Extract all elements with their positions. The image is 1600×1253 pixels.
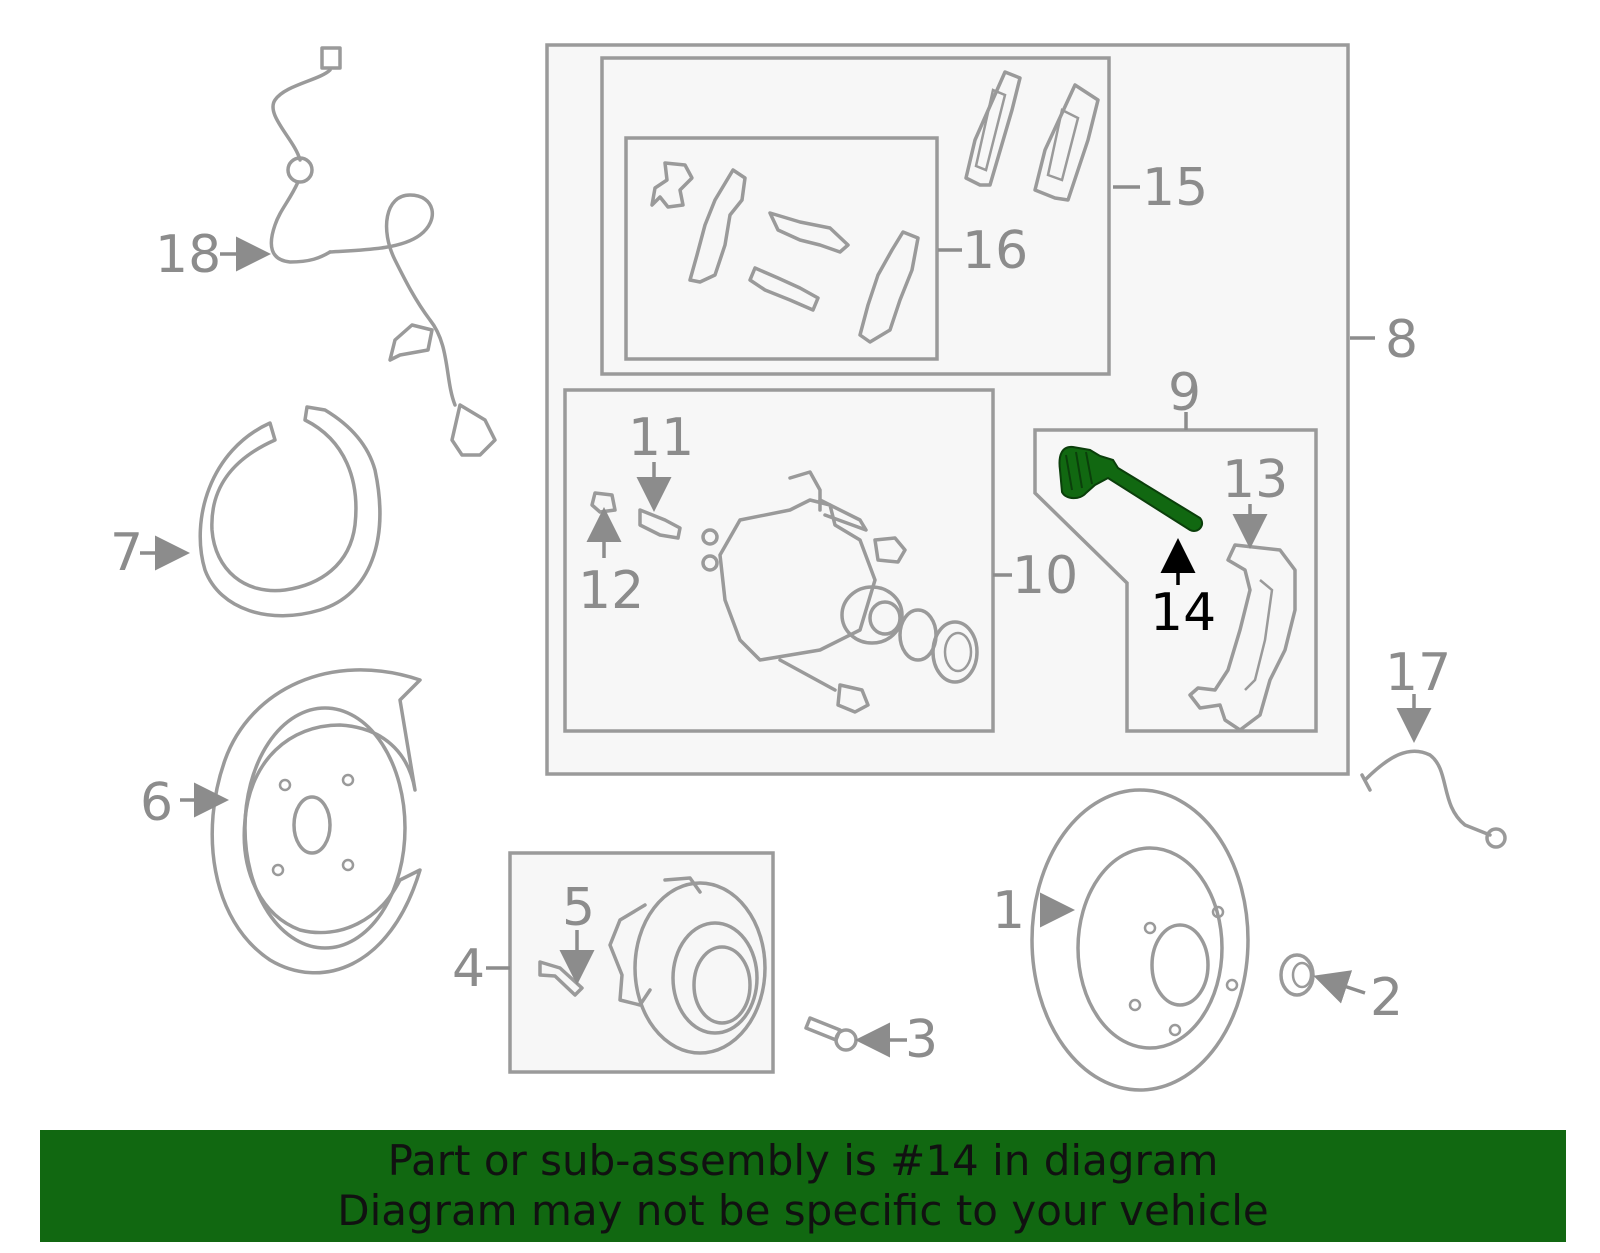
callout-16: 16 (962, 221, 1028, 281)
callout-7: 7 (110, 523, 143, 583)
callout-13: 13 (1222, 450, 1288, 510)
parking-brake-shoe (198, 405, 382, 618)
callout-1: 1 (992, 881, 1025, 941)
brake-hose (1360, 749, 1507, 849)
backing-plate (210, 668, 422, 975)
callout-9: 9 (1168, 363, 1201, 423)
brake-rotor (1030, 788, 1250, 1092)
banner-line-part-number: Part or sub-assembly is #14 in diagram (387, 1136, 1219, 1185)
caliper-bracket (1188, 543, 1297, 732)
callout-11: 11 (628, 408, 694, 468)
caliper-housing (590, 470, 979, 714)
callout-8: 8 (1385, 310, 1418, 370)
callout-14: 14 (1150, 583, 1216, 643)
info-banner: Part or sub-assembly is #14 in diagram D… (40, 1130, 1566, 1242)
callout-4: 4 (452, 939, 485, 999)
lug-nut (1279, 953, 1315, 997)
callout-3: 3 (905, 1010, 938, 1070)
banner-line-disclaimer: Diagram may not be specific to your vehi… (337, 1186, 1269, 1235)
guide-pin-highlighted (1058, 445, 1204, 532)
callout-18: 18 (155, 225, 221, 285)
hub-bolt (804, 1016, 858, 1052)
callout-10: 10 (1012, 546, 1078, 606)
callout-6: 6 (140, 773, 173, 833)
pad-hardware-kit-box (624, 136, 939, 361)
caliper-housing-box (563, 388, 995, 733)
caliper-bracket-box (1033, 428, 1318, 733)
callout-5: 5 (562, 878, 595, 938)
callout-15: 15 (1142, 158, 1208, 218)
pad-hardware-clips (650, 161, 920, 344)
brake-pads (964, 70, 1100, 202)
callout-17: 17 (1385, 643, 1451, 703)
callout-leaders (140, 185, 1432, 1058)
abs-sensor-wire (269, 46, 497, 457)
hub-bearing-box (508, 851, 775, 1074)
wheel-hub-bearing (538, 876, 767, 1055)
callout-2: 2 (1370, 968, 1403, 1028)
callout-12: 12 (578, 561, 644, 621)
